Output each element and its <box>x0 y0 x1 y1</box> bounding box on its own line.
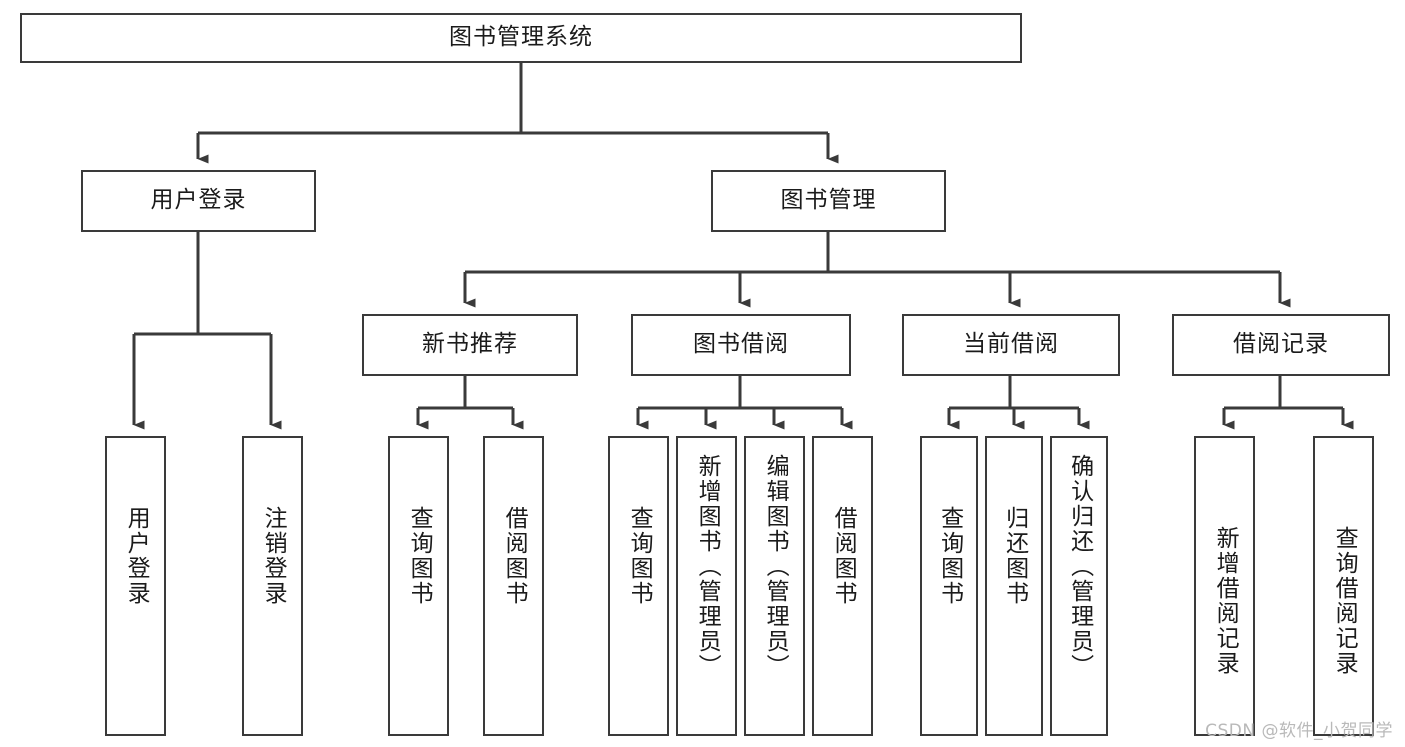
node-new-book-rec-label: 新书推荐 <box>422 331 518 358</box>
node-book-borrow-label: 图书借阅 <box>693 331 789 358</box>
node-leaf-add-book-admin[interactable]: 新增图书（管理员） <box>676 436 737 736</box>
node-borrow-record[interactable]: 借阅记录 <box>1172 314 1390 376</box>
node-leaf-logout[interactable]: 注销登录 <box>242 436 303 736</box>
node-leaf-user-login-label: 用户登录 <box>123 506 150 606</box>
node-leaf-return-book[interactable]: 归还图书 <box>985 436 1043 736</box>
node-leaf-edit-book-admin-label: 编辑图书（管理员） <box>762 454 789 679</box>
node-book-manage[interactable]: 图书管理 <box>711 170 946 232</box>
node-leaf-query-book-2[interactable]: 查询图书 <box>608 436 669 736</box>
node-leaf-user-login[interactable]: 用户登录 <box>105 436 166 736</box>
node-leaf-return-book-label: 归还图书 <box>1001 506 1028 606</box>
node-new-book-rec[interactable]: 新书推荐 <box>362 314 578 376</box>
node-leaf-edit-book-admin[interactable]: 编辑图书（管理员） <box>744 436 805 736</box>
node-leaf-confirm-return-admin[interactable]: 确认归还（管理员） <box>1050 436 1108 736</box>
node-leaf-query-borrow-record[interactable]: 查询借阅记录 <box>1313 436 1374 736</box>
node-leaf-logout-label: 注销登录 <box>260 506 287 606</box>
node-borrow-record-label: 借阅记录 <box>1233 331 1329 358</box>
node-leaf-query-borrow-record-label: 查询借阅记录 <box>1331 526 1358 676</box>
node-leaf-add-borrow-record[interactable]: 新增借阅记录 <box>1194 436 1255 736</box>
node-leaf-add-book-admin-label: 新增图书（管理员） <box>694 454 721 679</box>
watermark-text: CSDN @软件_小贺同学 <box>1205 721 1393 741</box>
node-current-borrow[interactable]: 当前借阅 <box>902 314 1120 376</box>
node-leaf-query-book-1-label: 查询图书 <box>406 506 433 606</box>
node-leaf-query-book-2-label: 查询图书 <box>626 506 653 606</box>
node-leaf-borrow-book-1-label: 借阅图书 <box>501 506 528 606</box>
node-book-manage-label: 图书管理 <box>780 187 877 214</box>
node-leaf-query-book-3-label: 查询图书 <box>936 506 963 606</box>
node-user-login[interactable]: 用户登录 <box>81 170 316 232</box>
node-leaf-add-borrow-record-label: 新增借阅记录 <box>1212 526 1239 676</box>
node-current-borrow-label: 当前借阅 <box>963 331 1059 358</box>
node-book-borrow[interactable]: 图书借阅 <box>631 314 851 376</box>
node-leaf-query-book-1[interactable]: 查询图书 <box>388 436 449 736</box>
node-leaf-confirm-return-admin-label: 确认归还（管理员） <box>1066 454 1093 679</box>
node-root[interactable]: 图书管理系统 <box>20 13 1022 63</box>
node-user-login-label: 用户登录 <box>150 187 247 214</box>
node-root-label: 图书管理系统 <box>449 24 593 51</box>
node-leaf-borrow-book-2-label: 借阅图书 <box>830 506 857 606</box>
node-leaf-borrow-book-1[interactable]: 借阅图书 <box>483 436 544 736</box>
node-leaf-query-book-3[interactable]: 查询图书 <box>920 436 978 736</box>
node-leaf-borrow-book-2[interactable]: 借阅图书 <box>812 436 873 736</box>
